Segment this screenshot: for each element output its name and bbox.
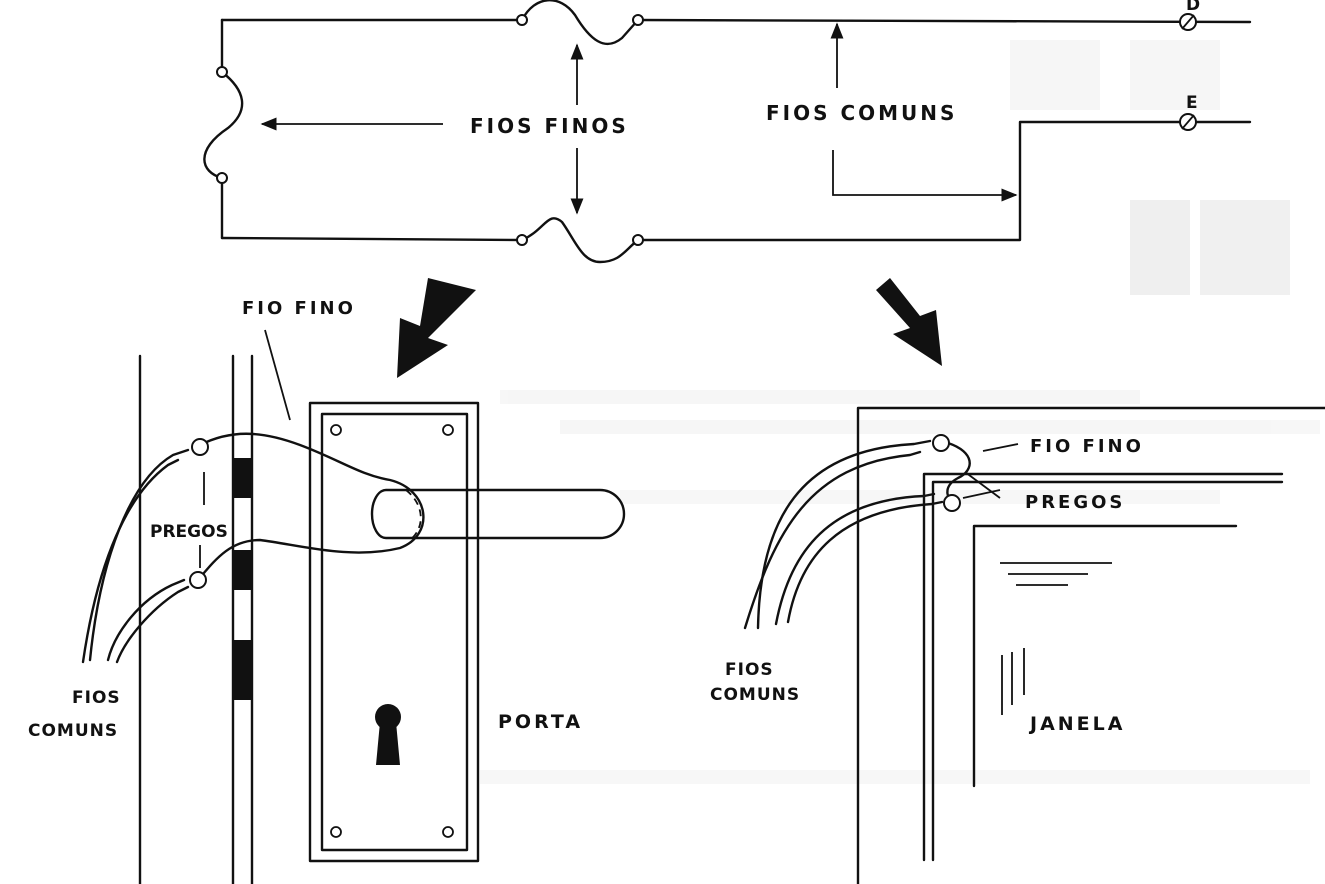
screw-terminal-d <box>1179 13 1197 31</box>
fios-finos-label: FIOS FINOS <box>470 114 629 138</box>
screw-terminal-e <box>1179 113 1197 131</box>
big-arrow-to-door <box>397 278 476 378</box>
fios-comuns-window-label-line1: FIOS <box>725 660 774 680</box>
fine-wire-window <box>946 441 971 504</box>
nail-icon <box>189 571 207 589</box>
terminal-d-label: D <box>1186 0 1203 15</box>
nail-icon <box>191 438 209 456</box>
fine-wire-loop-door <box>196 432 425 582</box>
fios-comuns-top-label: FIOS COMUNS <box>766 101 957 125</box>
terminal-dot <box>632 234 644 246</box>
porta-label: PORTA <box>498 711 583 733</box>
nail-icon <box>943 494 961 512</box>
fio-fino-door-label: FIO FINO <box>242 298 356 319</box>
pregos-door-label: PREGOS <box>150 522 228 542</box>
circuit-schematic: D E FIOS FINOS FIOS COMUNS <box>203 0 1252 264</box>
nail-icon <box>932 434 950 452</box>
terminal-dot <box>216 66 228 78</box>
terminal-dot <box>516 14 528 26</box>
keyhole-icon <box>375 704 401 765</box>
terminal-dot <box>516 234 528 246</box>
door-handle <box>370 488 626 540</box>
bleed-through-texture <box>480 40 1320 784</box>
terminal-dot <box>632 14 644 26</box>
janela-label: JANELA <box>1028 713 1125 735</box>
terminal-dot <box>216 172 228 184</box>
fio-fino-window-label: FIO FINO <box>1030 436 1144 457</box>
big-arrow-to-window <box>876 278 942 366</box>
door-plate <box>308 401 480 863</box>
fios-comuns-door-label-line2: COMUNS <box>28 721 118 741</box>
window-detail: FIO FINO PREGOS FIOS COMUNS JANELA <box>710 406 1325 884</box>
terminal-e-label: E <box>1186 93 1201 113</box>
pregos-window-label: PREGOS <box>1025 492 1125 513</box>
door-detail: FIO FINO PREGOS FIOS COMUNS PORTA <box>28 298 626 884</box>
fios-comuns-window-label-line2: COMUNS <box>710 685 800 705</box>
arrow-to-common-wire-e <box>832 150 1018 202</box>
fios-comuns-door-label-line1: FIOS <box>72 688 121 708</box>
